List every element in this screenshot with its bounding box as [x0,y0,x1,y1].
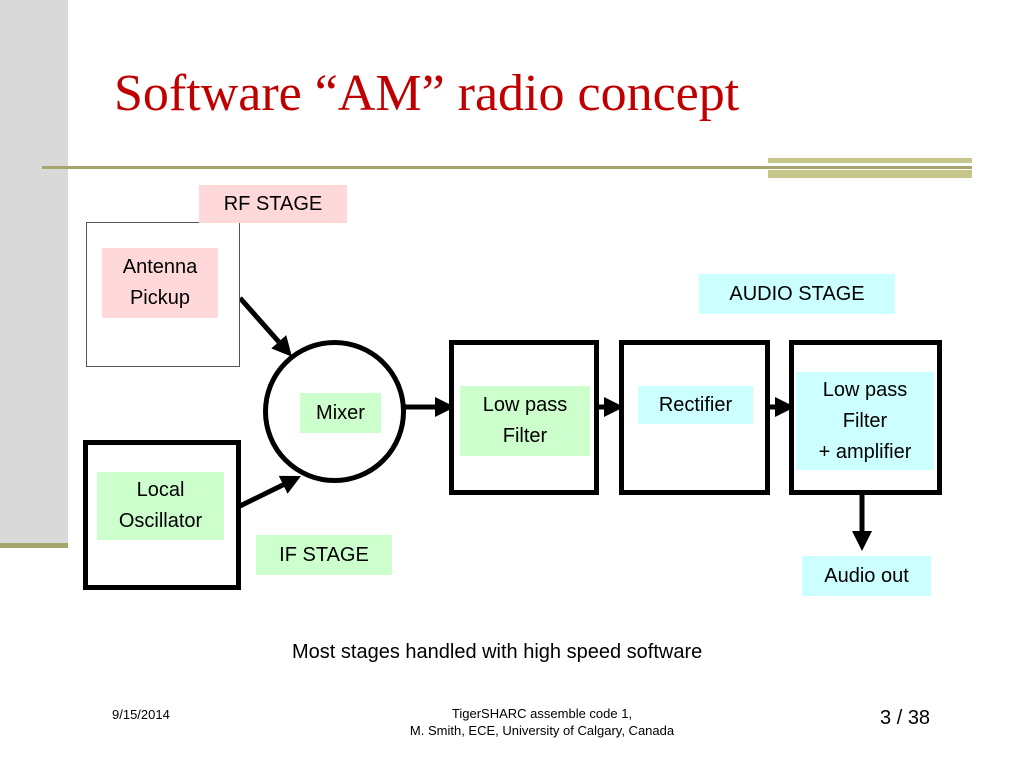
low-pass-amplifier-label: Low pass Filter + amplifier [796,372,934,470]
audio-stage-label: AUDIO STAGE [699,274,895,314]
oscillator-to-mixer-arrow [238,475,302,509]
audio-out-label: Audio out [802,556,931,596]
local-oscillator-label: Local Oscillator [97,472,224,540]
rectifier-label: Rectifier [638,386,753,424]
low-pass-filter-label: Low pass Filter [460,386,590,456]
antenna-to-mixer-arrow [238,296,292,357]
footer-line-1: TigerSHARC assemble code 1, [451,706,633,721]
if-stage-label: IF STAGE [256,535,392,575]
slide-title: Software “AM” radio concept [114,65,740,122]
footer-line-2: M. Smith, ECE, University of Calgary, Ca… [409,723,675,738]
sidebar-accent-line [0,543,68,548]
mixer-label: Mixer [300,393,381,433]
title-rule-accent-top [768,158,972,163]
slide-caption: Most stages handled with high speed soft… [292,641,703,663]
left-sidebar-band [0,0,68,548]
rf-stage-label: RF STAGE [199,185,347,223]
title-rule [42,166,972,169]
slide-number: 3 / 38 [880,707,930,730]
footer-date: 9/15/2014 [112,707,170,722]
antenna-pickup-label: Antenna Pickup [102,248,218,318]
footer-course-info: TigerSHARC assemble code 1, M. Smith, EC… [332,705,752,739]
title-rule-accent-bottom [768,170,972,178]
page-current: 3 [880,707,892,729]
page-total: 38 [907,707,931,729]
page-separator: / [896,707,903,729]
